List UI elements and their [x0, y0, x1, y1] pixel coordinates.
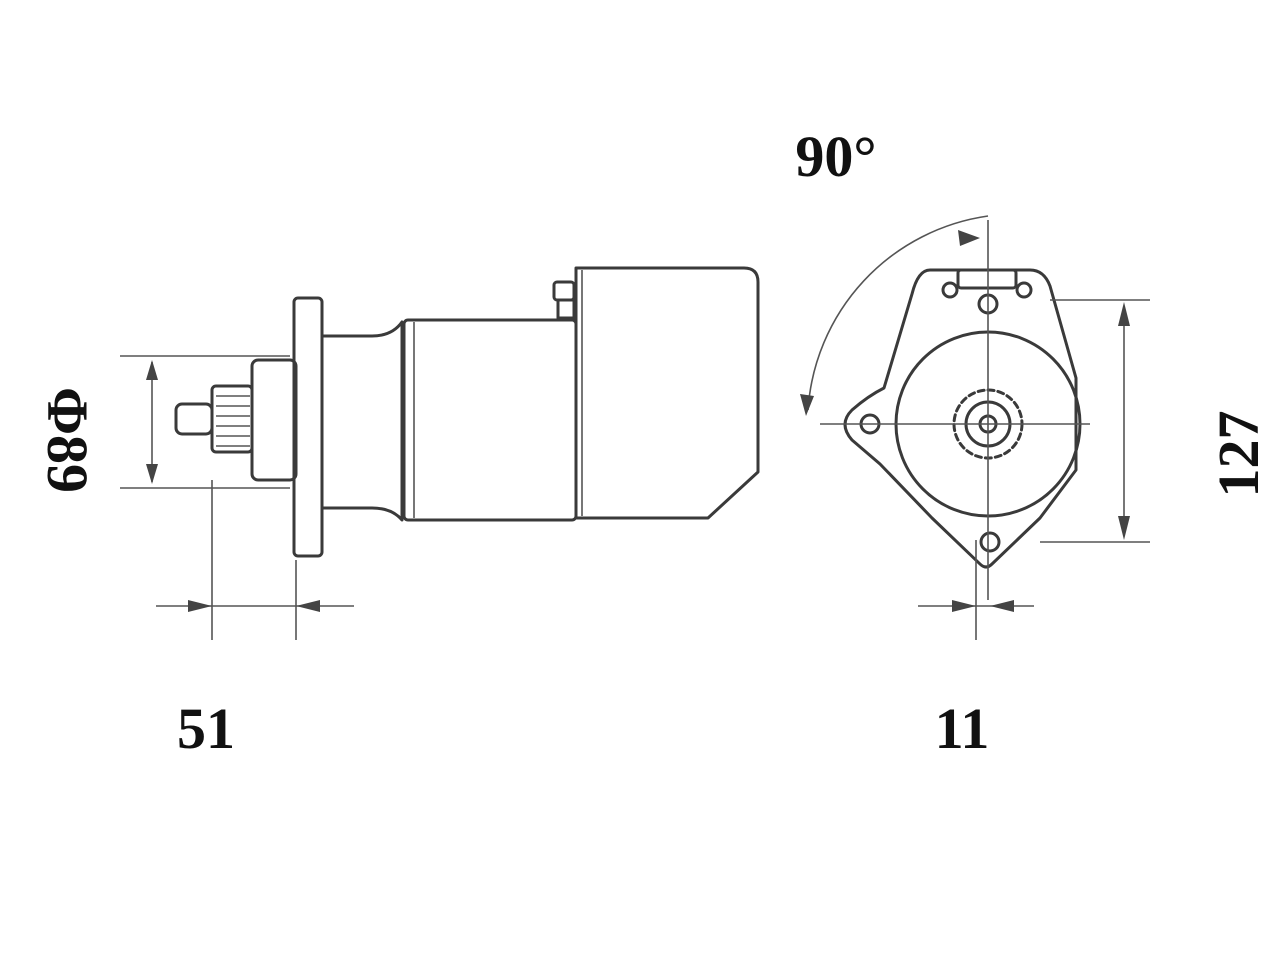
drive-nose: [250, 358, 298, 482]
front-view: 90° 127 11: [795, 124, 1271, 761]
drive-housing: [320, 320, 404, 522]
height-dimension: [1040, 299, 1150, 543]
mounting-flange: [292, 296, 324, 558]
height-label: 127: [1206, 411, 1271, 498]
shaft: [174, 402, 214, 436]
rotation-arc: [800, 215, 989, 416]
front-flange: [843, 268, 1078, 569]
motor-body: [402, 318, 578, 522]
offset-label: 11: [935, 696, 990, 761]
side-view: Φ89 51: [35, 266, 760, 761]
offset-dimension: [918, 540, 1034, 640]
pinion-gear: [210, 384, 254, 454]
mount-hole-bottom: [979, 531, 1001, 553]
length-dimension: [156, 480, 354, 640]
angle-label: 90°: [795, 124, 876, 189]
solenoid-terminal: [552, 280, 576, 320]
diameter-label: Φ89: [35, 387, 100, 493]
rear-housing: [574, 266, 760, 520]
length-label: 51: [177, 696, 235, 761]
diameter-dimension: [120, 355, 290, 489]
